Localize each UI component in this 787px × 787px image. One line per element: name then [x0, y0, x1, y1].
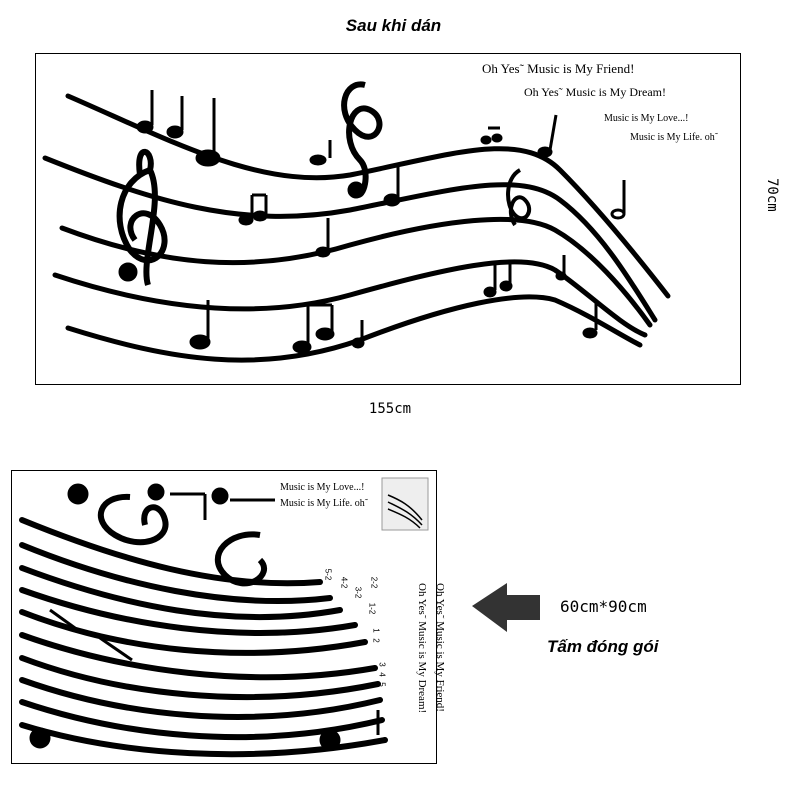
note-icon	[29, 727, 51, 749]
note-icon	[537, 146, 553, 158]
note-icon	[189, 334, 211, 350]
note-icon	[582, 327, 598, 339]
strip-code: 2-2	[369, 576, 379, 589]
note-icon	[195, 149, 221, 167]
note-icon	[147, 483, 165, 501]
treble-clef-icon	[97, 493, 169, 546]
note-icon	[555, 271, 567, 281]
package-caption: Tấm đóng gói	[547, 637, 659, 656]
strip	[19, 609, 368, 656]
staff-line	[65, 294, 643, 363]
treble-clef-icon	[341, 81, 383, 198]
note-icon	[238, 214, 254, 226]
strip-code: 2	[371, 638, 381, 643]
lyric-line: Music is My Life. oh˜	[630, 132, 719, 143]
page-title: Sau khi dán	[345, 16, 442, 35]
strip	[19, 517, 323, 587]
note-stem	[548, 114, 558, 151]
strip-code: 1-2	[367, 602, 377, 615]
staff-line	[52, 259, 648, 338]
rotated-lyric-line: Oh Yes˜ Music is My Dream!	[416, 583, 428, 714]
note-icon	[319, 729, 341, 751]
strip	[19, 655, 381, 701]
note-icon	[166, 125, 184, 139]
strip-code: 1	[371, 628, 381, 633]
strip	[19, 587, 358, 636]
staff-line	[59, 216, 653, 328]
arrow-left-icon	[472, 583, 540, 632]
treble-clef-icon	[347, 181, 365, 199]
treble-clef-icon	[506, 168, 532, 227]
strip-code: 4-2	[339, 576, 349, 589]
staff-line	[42, 155, 658, 323]
staff-line	[65, 93, 671, 299]
note-icon	[383, 193, 401, 207]
note-icon	[483, 286, 497, 298]
note-icon	[292, 340, 312, 354]
note-icon	[136, 120, 154, 134]
note-icon	[309, 154, 327, 166]
note-icon	[480, 135, 492, 145]
width-label: 155cm	[368, 401, 412, 417]
note-icon	[252, 210, 268, 222]
note-icon	[315, 327, 335, 341]
strip-code: 3	[377, 662, 387, 667]
strip	[19, 632, 378, 681]
rotated-lyric-line: Oh Yes˜ Music is My Friend!	[434, 583, 446, 712]
strip-code: 5-2	[323, 568, 333, 581]
strip-code: 4	[377, 672, 387, 677]
thumbnail-lines	[387, 494, 423, 529]
package-size-label: 60cm*90cm	[560, 597, 647, 616]
lyric-line: Music is My Life. oh˜	[280, 498, 369, 509]
strip-code: 5	[377, 682, 387, 687]
note-icon	[610, 208, 626, 220]
note-icon	[499, 280, 513, 292]
lyric-line: Music is My Love...!	[280, 482, 365, 493]
note-icon	[351, 337, 365, 349]
strip	[19, 677, 383, 720]
note-icon	[315, 246, 331, 258]
treble-clef-icon	[116, 148, 168, 286]
lyric-line: Music is My Love...!	[604, 113, 689, 124]
strip	[19, 542, 333, 605]
note-icon	[67, 483, 89, 505]
strip	[19, 565, 343, 621]
lyric-line: Oh Yes˜ Music is My Friend!	[482, 61, 635, 76]
note-icon	[211, 487, 229, 505]
strip-code: 3-2	[353, 586, 363, 599]
treble-clef-icon	[215, 531, 267, 587]
note-icon	[491, 133, 503, 143]
lyric-line: Oh Yes˜ Music is My Dream!	[524, 85, 666, 99]
treble-clef-icon	[118, 262, 138, 282]
